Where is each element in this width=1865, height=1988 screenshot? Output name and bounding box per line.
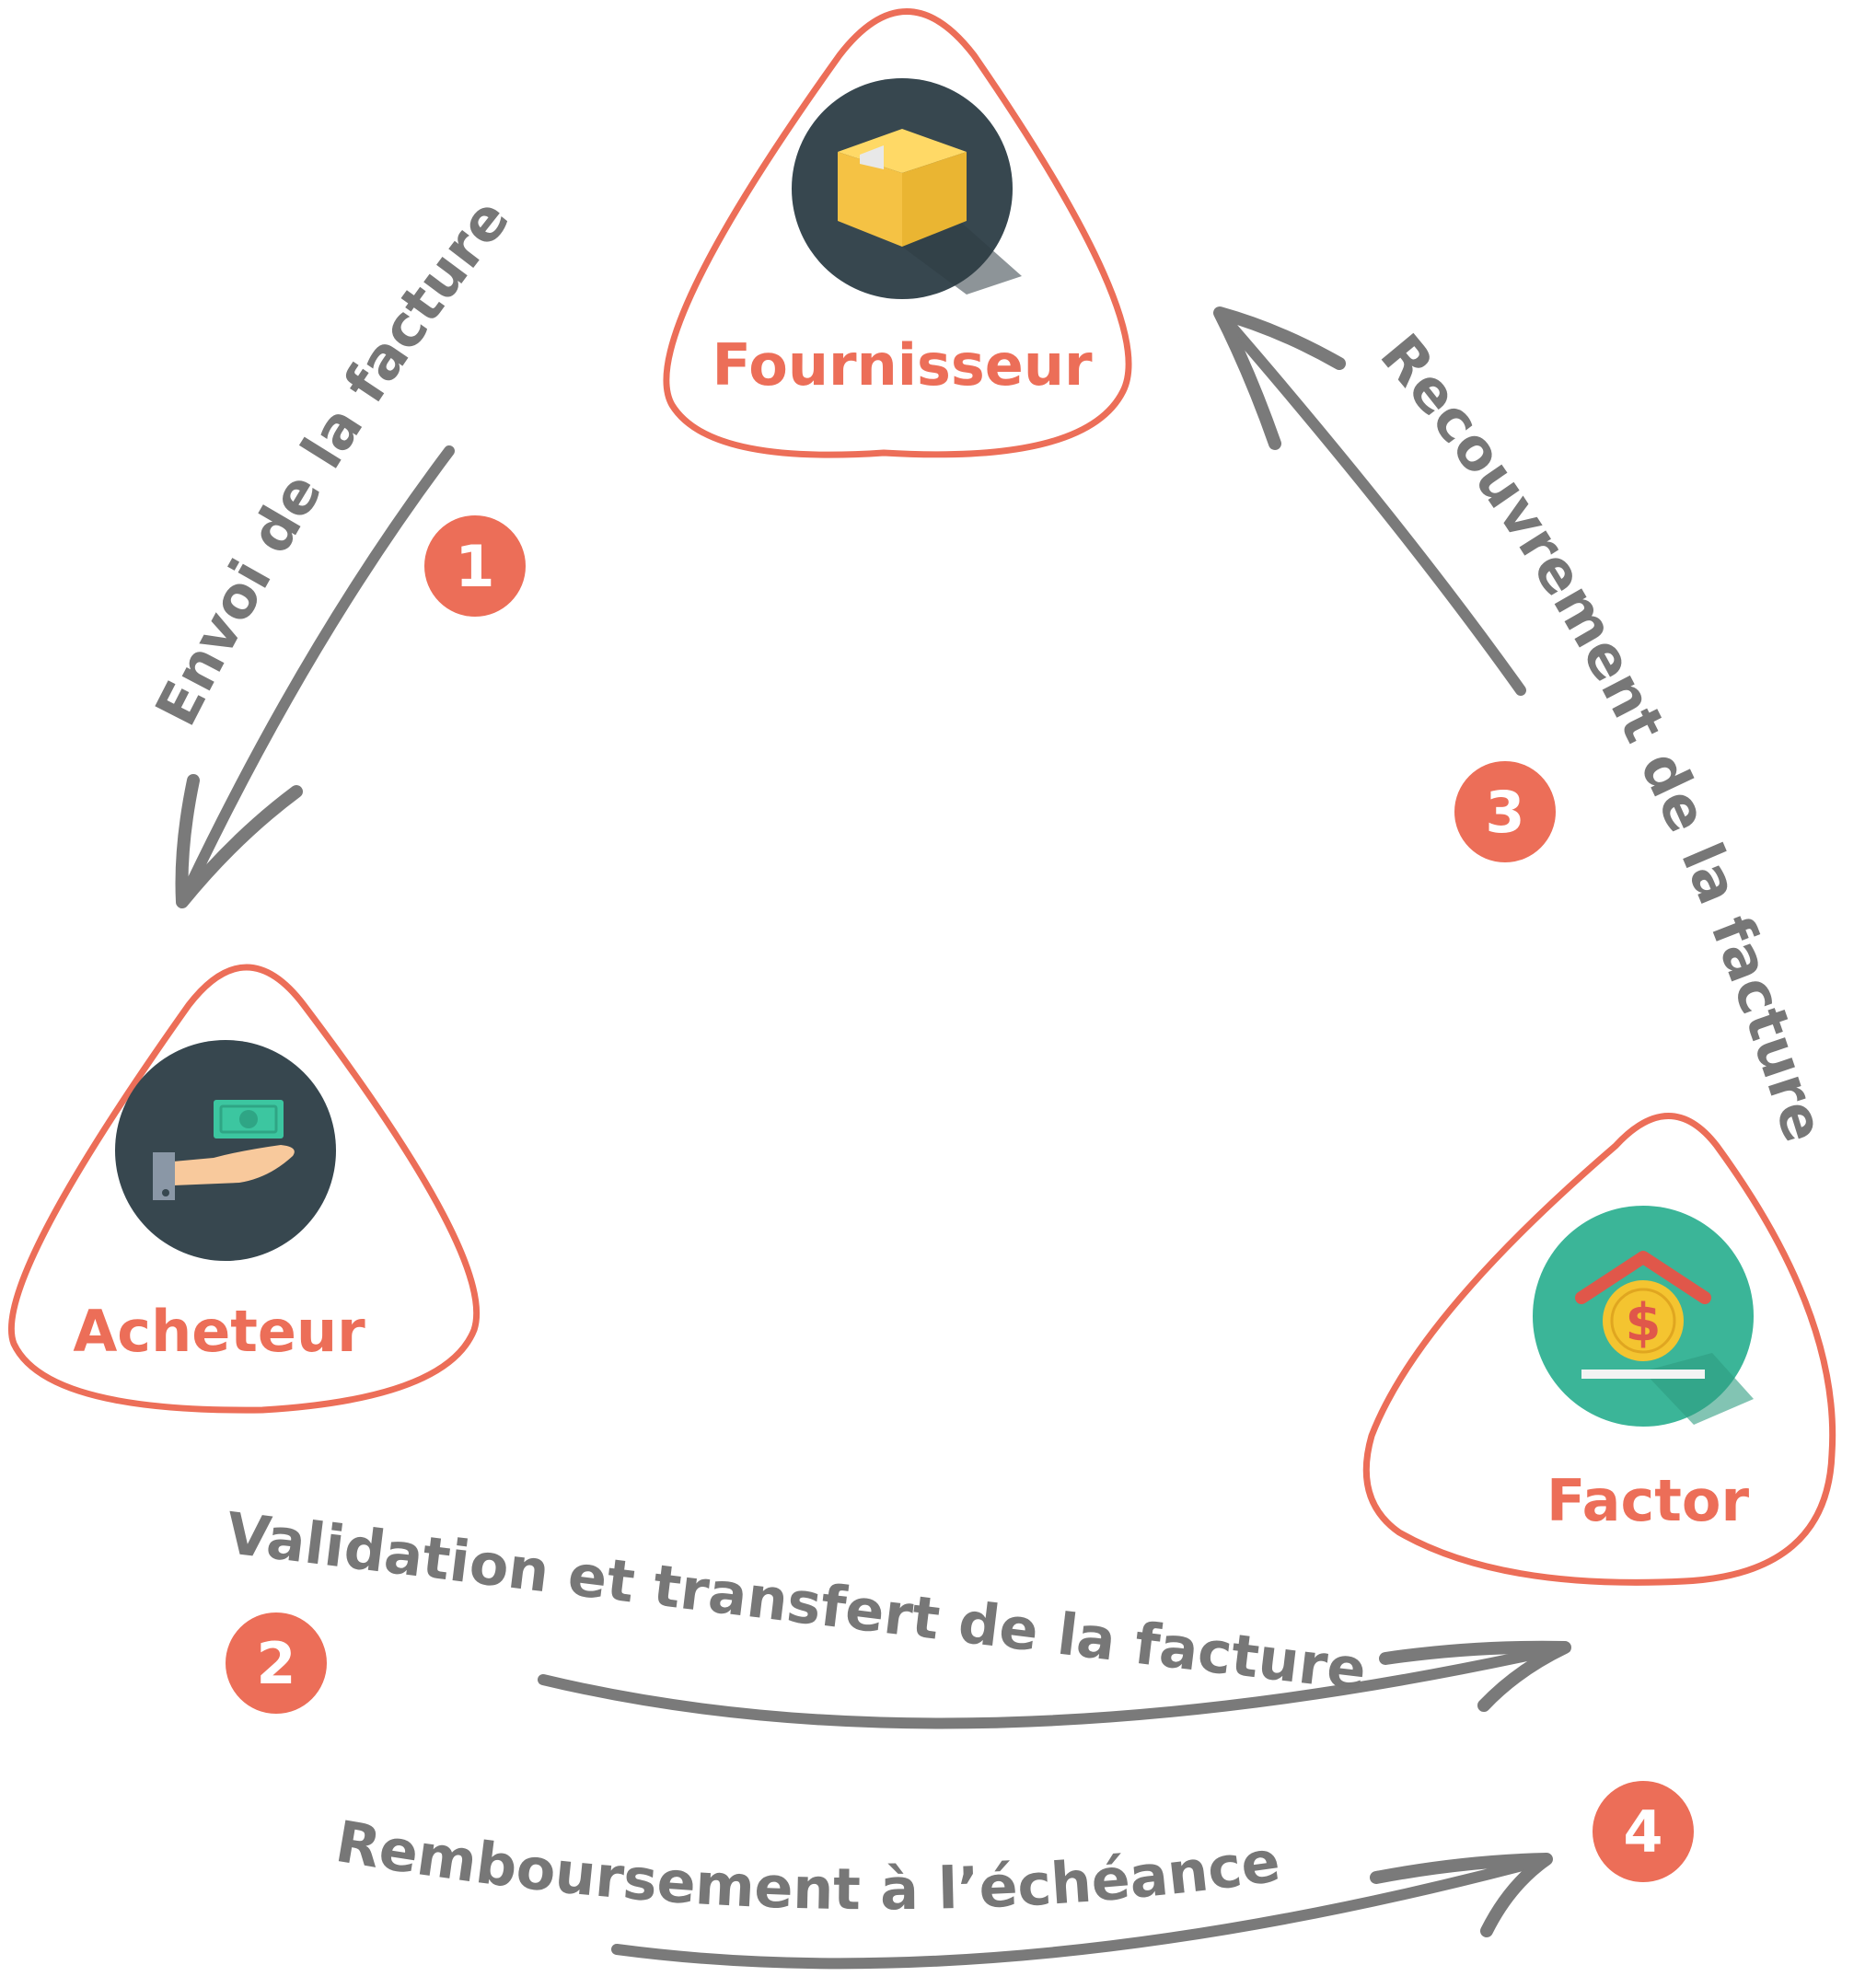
step-number-4: 4 bbox=[1623, 1798, 1662, 1866]
step-badge-1 bbox=[424, 515, 526, 617]
bank-coin-icon: $ bbox=[1575, 1251, 1754, 1425]
node-outline bbox=[1362, 1113, 1836, 1586]
arrowhead-flow-1 bbox=[175, 774, 303, 908]
arrow-flow-2 bbox=[538, 1642, 1570, 1729]
step-number-3: 3 bbox=[1485, 779, 1524, 846]
factor-label: Factor bbox=[1546, 1467, 1750, 1534]
arrow-flow-4 bbox=[611, 1854, 1552, 1970]
node-fournisseur: Fournisseur bbox=[663, 8, 1132, 458]
svg-text:Validation et transfert de la: Validation et transfert de la facture bbox=[223, 1499, 1370, 1704]
icon-background bbox=[115, 1040, 336, 1261]
step-badge-4 bbox=[1593, 1781, 1694, 1882]
step-badge-2 bbox=[226, 1612, 327, 1714]
flow-step-3: Recouvrement de la facture 3 bbox=[1213, 306, 1838, 1150]
arrowhead-flow-4 bbox=[1370, 1853, 1553, 1937]
node-factor: $ Factor bbox=[1362, 1113, 1836, 1586]
flow-4-label: Remboursement à l’échéance bbox=[331, 1808, 1284, 1923]
node-outline bbox=[7, 964, 481, 1414]
step-number-2: 2 bbox=[256, 1630, 295, 1697]
flow-step-4: Remboursement à l’échéance 4 bbox=[331, 1781, 1694, 1970]
arrow-flow-1 bbox=[177, 445, 455, 907]
node-outline bbox=[663, 8, 1132, 458]
step-badge-3 bbox=[1454, 761, 1556, 862]
step-number-1: 1 bbox=[455, 533, 494, 600]
svg-text:Envoi de la facture: Envoi de la facture bbox=[142, 186, 522, 736]
hand-money-icon bbox=[153, 1100, 295, 1200]
flow-1-label: Envoi de la facture bbox=[142, 186, 522, 736]
flow-3-label: Recouvrement de la facture bbox=[1367, 321, 1837, 1150]
flow-step-1: Envoi de la facture 1 bbox=[142, 186, 526, 908]
fournisseur-label: Fournisseur bbox=[712, 331, 1093, 399]
flow-2-label: Validation et transfert de la facture bbox=[223, 1499, 1370, 1704]
svg-text:Recouvrement de la facture: Recouvrement de la facture bbox=[1367, 321, 1837, 1150]
svg-text:$: $ bbox=[1626, 1293, 1662, 1353]
acheteur-label: Acheteur bbox=[73, 1298, 365, 1365]
node-acheteur: Acheteur bbox=[7, 964, 481, 1414]
flow-step-2: Validation et transfert de la facture 2 bbox=[223, 1499, 1571, 1729]
svg-text:Remboursement à l’échéance: Remboursement à l’échéance bbox=[331, 1808, 1284, 1923]
package-box-icon bbox=[838, 129, 1022, 295]
arrowhead-flow-3 bbox=[1213, 306, 1346, 450]
arrowhead-flow-2 bbox=[1379, 1640, 1571, 1712]
arrow-flow-3 bbox=[1214, 307, 1526, 696]
